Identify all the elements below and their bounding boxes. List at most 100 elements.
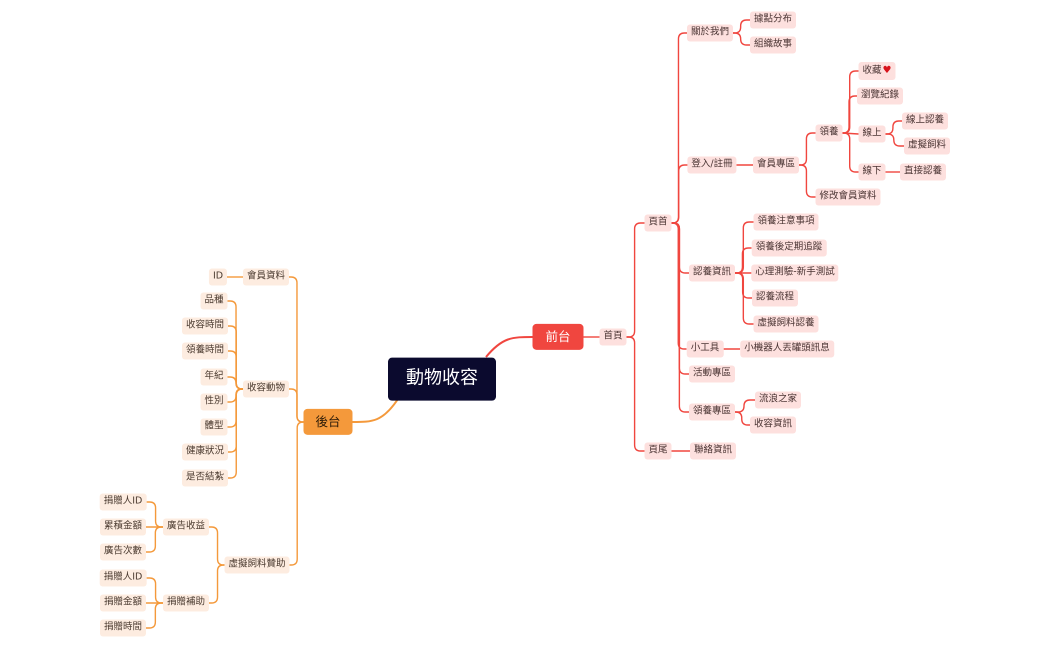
donation-item[interactable]: 捐贈金額 — [99, 594, 147, 612]
ad-revenue-item-label: 累積金額 — [103, 520, 143, 532]
connector-offline — [842, 132, 859, 173]
adoption-info-node[interactable]: 認養資訊 — [688, 264, 736, 282]
events-node-label: 活動專區 — [692, 367, 732, 379]
connector-ad0 — [146, 501, 163, 528]
tools-item[interactable]: 小機器人丟罐頭訊息 — [740, 340, 834, 358]
connector-an4 — [227, 388, 243, 403]
connector-info — [671, 222, 689, 274]
connector-ad — [209, 526, 225, 566]
connector-don0 — [146, 577, 163, 604]
about-item[interactable]: 組織故事 — [749, 36, 797, 54]
connector-about1 — [733, 32, 750, 46]
donation-item[interactable]: 捐贈時間 — [99, 619, 147, 637]
shelter-animals-node[interactable]: 收容動物 — [242, 380, 290, 398]
about-item-label: 據點分布 — [753, 13, 793, 25]
connector-zone — [671, 222, 689, 413]
member-data-node-label: 會員資料 — [246, 270, 286, 282]
favorites-node-label: 收藏 — [862, 65, 882, 77]
connector-don — [209, 564, 225, 604]
home-node[interactable]: 首頁 — [599, 328, 627, 346]
adoption-info-item[interactable]: 心理測驗-新手測試 — [751, 264, 839, 282]
animal-field-label: 品種 — [204, 294, 224, 306]
ad-revenue-node[interactable]: 廣告收益 — [162, 518, 210, 536]
connector-about0 — [733, 19, 750, 34]
offline-node[interactable]: 線下 — [858, 163, 886, 181]
connector-edit — [799, 164, 816, 198]
connector-online0 — [885, 120, 902, 135]
offline-item[interactable]: 直接認養 — [899, 163, 947, 181]
ad-revenue-node-label: 廣告收益 — [166, 520, 206, 532]
offline-node-label: 線下 — [862, 165, 882, 177]
root-node[interactable]: 動物收容 — [388, 357, 496, 401]
adoption-info-item[interactable]: 領養後定期追蹤 — [751, 239, 827, 257]
front-branch-node[interactable]: 前台 — [532, 323, 584, 351]
donation-node-label: 捐贈補助 — [166, 596, 206, 608]
back-branch-node-label: 後台 — [315, 413, 341, 429]
connector-an3 — [227, 376, 243, 390]
page-footer-node[interactable]: 頁尾 — [644, 442, 672, 460]
about-node[interactable]: 關於我們 — [686, 24, 734, 42]
animal-field-label: 性別 — [204, 395, 224, 407]
adoption-info-item[interactable]: 領養注意事項 — [753, 213, 819, 231]
animal-field[interactable]: 領養時間 — [181, 342, 229, 360]
adoption-info-item[interactable]: 認養流程 — [751, 289, 799, 307]
online-item[interactable]: 線上認養 — [901, 112, 949, 130]
ad-revenue-item[interactable]: 廣告次數 — [99, 543, 147, 561]
animal-field[interactable]: 健康狀況 — [181, 443, 229, 461]
about-item[interactable]: 據點分布 — [749, 11, 797, 29]
donation-node[interactable]: 捐贈補助 — [162, 594, 210, 612]
animal-field[interactable]: 收容時間 — [181, 317, 229, 335]
login-node-label: 登入/註冊 — [691, 158, 733, 170]
animal-field[interactable]: 年紀 — [200, 368, 228, 386]
connector-footer — [626, 336, 645, 452]
adopt-node[interactable]: 領養 — [815, 124, 843, 142]
adoption-zone-item-label: 流浪之家 — [758, 393, 798, 405]
front-branch-node-label: 前台 — [545, 328, 571, 344]
ad-revenue-item[interactable]: 捐贈人ID — [99, 493, 147, 511]
animal-field[interactable]: 品種 — [200, 292, 228, 310]
donation-item[interactable]: 捐贈人ID — [99, 569, 147, 587]
animal-field-label: 領養時間 — [185, 344, 225, 356]
online-item[interactable]: 虛擬飼料 — [903, 137, 951, 155]
footer-item[interactable]: 聯絡資訊 — [689, 442, 737, 460]
adoption-zone-node[interactable]: 領養專區 — [688, 403, 736, 421]
login-node[interactable]: 登入/註冊 — [687, 156, 737, 174]
online-node[interactable]: 線上 — [858, 125, 886, 143]
animal-field[interactable]: 體型 — [200, 418, 228, 436]
home-node-label: 首頁 — [603, 330, 623, 342]
tools-node[interactable]: 小工具 — [686, 340, 724, 358]
donation-item-label: 捐贈金額 — [103, 596, 143, 608]
member-data-item[interactable]: ID — [208, 268, 228, 286]
connector-ad2 — [146, 526, 163, 553]
adoption-info-item-label: 領養注意事項 — [757, 215, 815, 227]
animal-field[interactable]: 性別 — [200, 393, 228, 411]
adoption-info-item-label: 虛擬飼料認養 — [757, 317, 815, 329]
favorites-node[interactable]: 收藏♥ — [858, 62, 896, 80]
footer-item-label: 聯絡資訊 — [693, 444, 733, 456]
page-header-node[interactable]: 頁首 — [644, 214, 672, 232]
adoption-zone-item[interactable]: 收容資訊 — [749, 416, 797, 434]
connector-feed — [289, 421, 304, 566]
events-node[interactable]: 活動專區 — [688, 365, 736, 383]
animal-field[interactable]: 是否結紮 — [181, 469, 229, 487]
member-data-node[interactable]: 會員資料 — [242, 268, 290, 286]
adoption-info-item[interactable]: 虛擬飼料認養 — [753, 315, 819, 333]
history-node-label: 瀏覽紀錄 — [860, 89, 900, 101]
edit-member-node[interactable]: 修改會員資料 — [815, 188, 881, 206]
adoption-info-item-label: 領養後定期追蹤 — [755, 241, 823, 253]
adoption-zone-item[interactable]: 流浪之家 — [754, 391, 802, 409]
feed-sponsor-node[interactable]: 虛擬飼料贊助 — [224, 556, 290, 574]
connector-an5 — [227, 388, 243, 428]
connector-login — [671, 164, 688, 224]
member-zone-node[interactable]: 會員專區 — [752, 156, 800, 174]
adopt-node-label: 領養 — [819, 126, 839, 138]
connector-adopt — [799, 132, 816, 166]
history-node[interactable]: 瀏覽紀錄 — [856, 87, 904, 105]
connector-an0 — [227, 300, 243, 390]
root-node-label: 動物收容 — [406, 367, 478, 389]
member-zone-node-label: 會員專區 — [756, 158, 796, 170]
ad-revenue-item[interactable]: 累積金額 — [99, 518, 147, 536]
back-branch-node[interactable]: 後台 — [303, 408, 353, 436]
edit-member-node-label: 修改會員資料 — [819, 190, 877, 202]
